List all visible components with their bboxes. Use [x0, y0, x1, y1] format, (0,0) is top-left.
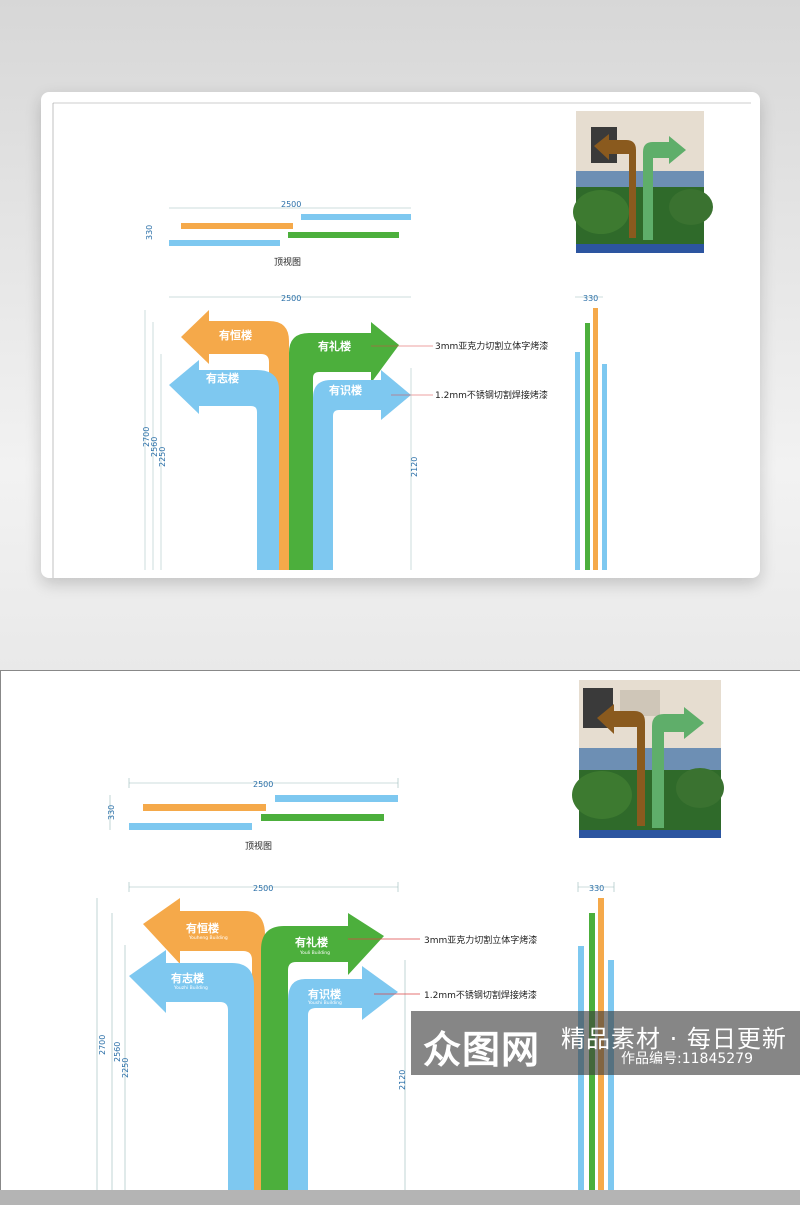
sign-en-youheng: Youheng Building	[188, 935, 228, 941]
dim-front-width: 2500	[281, 294, 301, 303]
sign-youshi-small: 有识楼	[329, 383, 362, 397]
note-steel: 1.2mm不锈钢切割焊接烤漆	[424, 989, 537, 1001]
dim-height-orange-small: 2700	[142, 427, 151, 447]
sign-en-youshi: Youshi Building	[307, 1000, 342, 1006]
dim-height-blue-left: 2250	[121, 1058, 130, 1078]
dim-side-width-small: 330	[583, 294, 598, 303]
sign-arrow-youshi	[288, 966, 398, 1190]
sign-label-youheng: 有恒楼	[186, 921, 219, 935]
dim-overall-width-top: 2500	[253, 780, 273, 789]
top-view-label: 顶视图	[245, 840, 272, 852]
dim-height-green: 2560	[113, 1042, 122, 1062]
sign-label-youzhi: 有志楼	[171, 971, 204, 985]
dim-height-blue-small: 2250	[158, 447, 167, 467]
dim-depth: 330	[145, 225, 154, 240]
watermark-banner: 众图网 精品素材 · 每日更新 作品编号:11845279	[411, 1011, 800, 1075]
drawing-sheet: 2500 330 顶视图 2500 2700 2560 2250 2120	[0, 670, 800, 1205]
sign-en-youli: Youli Building	[299, 950, 330, 956]
dim-height-blue-right: 2120	[398, 1070, 407, 1090]
preview-card: 2500 330 顶视图 2500 有恒楼 有礼楼 有志楼 有识楼 3mm亚克力…	[41, 92, 760, 578]
watermark-title: 精品素材 · 每日更新	[561, 1025, 787, 1053]
front-view-signs: 有恒楼 Youheng Building 有礼楼 Youli Building …	[129, 898, 537, 1190]
watermark-id: 作品编号:11845279	[621, 1051, 753, 1067]
sign-arrow-youzhi	[129, 950, 254, 1190]
top-view-drawing: 2500 330 顶视图	[145, 200, 411, 268]
render-photo	[573, 111, 713, 253]
dim-height-orange: 2700	[98, 1035, 107, 1055]
note-acrylic: 3mm亚克力切割立体字烤漆	[424, 934, 537, 946]
note-steel-small: 1.2mm不锈钢切割焊接烤漆	[435, 389, 548, 401]
dim-side-width: 330	[589, 884, 604, 893]
footer-band	[0, 1190, 800, 1205]
sheet-drawing: 2500 330 顶视图 2500 2700 2560 2250 2120	[0, 670, 800, 1205]
top-view-caption: 顶视图	[274, 256, 301, 268]
sign-arrow-youli	[261, 913, 384, 1190]
sign-youli-small: 有礼楼	[318, 339, 351, 353]
side-view-drawing: 330	[575, 294, 607, 570]
sign-youzhi-small: 有志楼	[206, 371, 239, 385]
card-drawing: 2500 330 顶视图 2500 有恒楼 有礼楼 有志楼 有识楼 3mm亚克力…	[52, 102, 751, 578]
dim-height-green-small: 2560	[150, 437, 159, 457]
front-view-dims: 2500 2700 2560 2250 2120	[96, 882, 407, 1190]
dim-overall-width-front: 2500	[253, 884, 273, 893]
dim-height-blue-right-small: 2120	[410, 457, 419, 477]
sign-en-youzhi: Youzhi Building	[173, 985, 208, 991]
sign-youheng-small: 有恒楼	[219, 328, 252, 342]
dim-depth-top: 330	[107, 805, 116, 820]
sign-label-youshi: 有识楼	[308, 987, 341, 1001]
dim-overall-width: 2500	[281, 200, 301, 209]
note-acrylic-small: 3mm亚克力切割立体字烤漆	[435, 340, 548, 352]
sign-label-youli: 有礼楼	[295, 935, 328, 949]
front-view-drawing: 2500 有恒楼 有礼楼 有志楼 有识楼 3mm亚克力切割立体字烤漆 1.2mm…	[142, 294, 548, 570]
top-view: 2500 330 顶视图	[107, 778, 399, 852]
render-photo-large	[572, 680, 724, 838]
watermark-logo: 众图网	[423, 1028, 541, 1072]
